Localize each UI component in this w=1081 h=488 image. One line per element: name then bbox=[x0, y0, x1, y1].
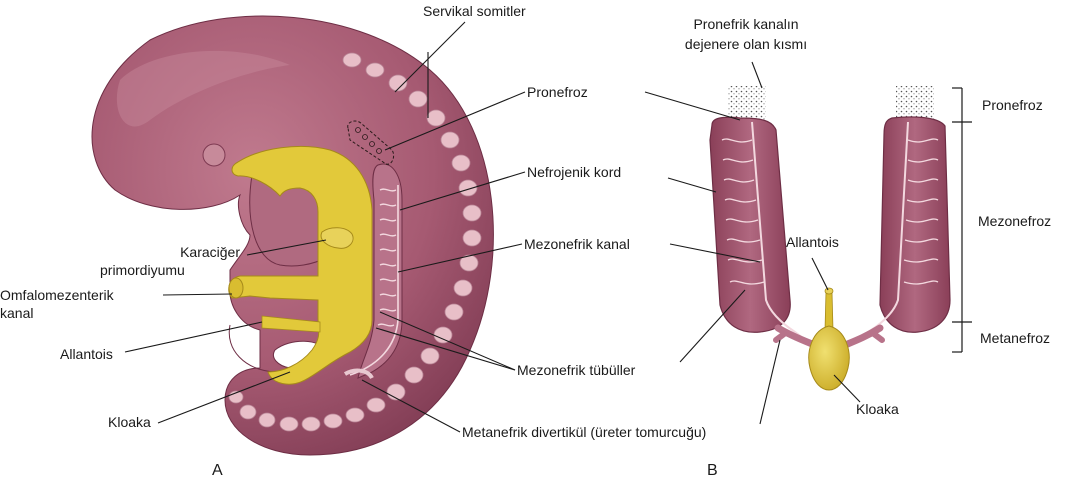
bracket bbox=[952, 88, 972, 352]
label-pronefroz-b: Pronefroz bbox=[982, 97, 1043, 114]
label-pronefrik-2: dejenere olan kısmı bbox=[646, 36, 846, 53]
label-pronefrik-1: Pronefrik kanalın bbox=[646, 16, 846, 33]
label-metanefrik: Metanefrik divertikül (üreter tomurcuğu) bbox=[462, 424, 706, 441]
omphalomesenteric-duct bbox=[229, 278, 243, 298]
panel-letter-b: B bbox=[707, 462, 718, 479]
mesonephros-right bbox=[880, 117, 950, 332]
label-pronefroz-a: Pronefroz bbox=[527, 84, 588, 101]
label-mezonefrik-tubuller: Mezonefrik tübüller bbox=[517, 362, 635, 379]
label-omfalo-1: Omfalomezenterik bbox=[0, 287, 114, 304]
label-allantois-a: Allantois bbox=[60, 346, 113, 363]
label-mezonefroz: Mezonefroz bbox=[978, 213, 1051, 230]
degenerating-pronephros-left bbox=[728, 86, 766, 122]
label-karaciger-1: Karaciğer bbox=[100, 244, 240, 261]
label-omfalo-2: kanal bbox=[0, 305, 33, 322]
label-kloaka-b: Kloaka bbox=[856, 401, 899, 418]
label-karaciger-2: primordiyumu bbox=[100, 262, 185, 279]
kidneys-b bbox=[710, 86, 972, 390]
otic-vesicle bbox=[203, 144, 225, 166]
label-metanefroz: Metanefroz bbox=[980, 330, 1050, 347]
embryo-a bbox=[92, 16, 493, 455]
mesonephros-left bbox=[710, 117, 790, 332]
label-kloaka-a: Kloaka bbox=[108, 414, 151, 431]
label-allantois-b: Allantois bbox=[786, 234, 839, 251]
label-nefrojenik-kord: Nefrojenik kord bbox=[527, 164, 621, 181]
cloaca bbox=[809, 326, 849, 390]
panel-letter-a: A bbox=[212, 462, 223, 479]
allantois-stalk bbox=[825, 292, 833, 330]
label-mezonefrik-kanal: Mezonefrik kanal bbox=[524, 236, 630, 253]
label-servikal-somitler: Servikal somitler bbox=[423, 3, 526, 20]
